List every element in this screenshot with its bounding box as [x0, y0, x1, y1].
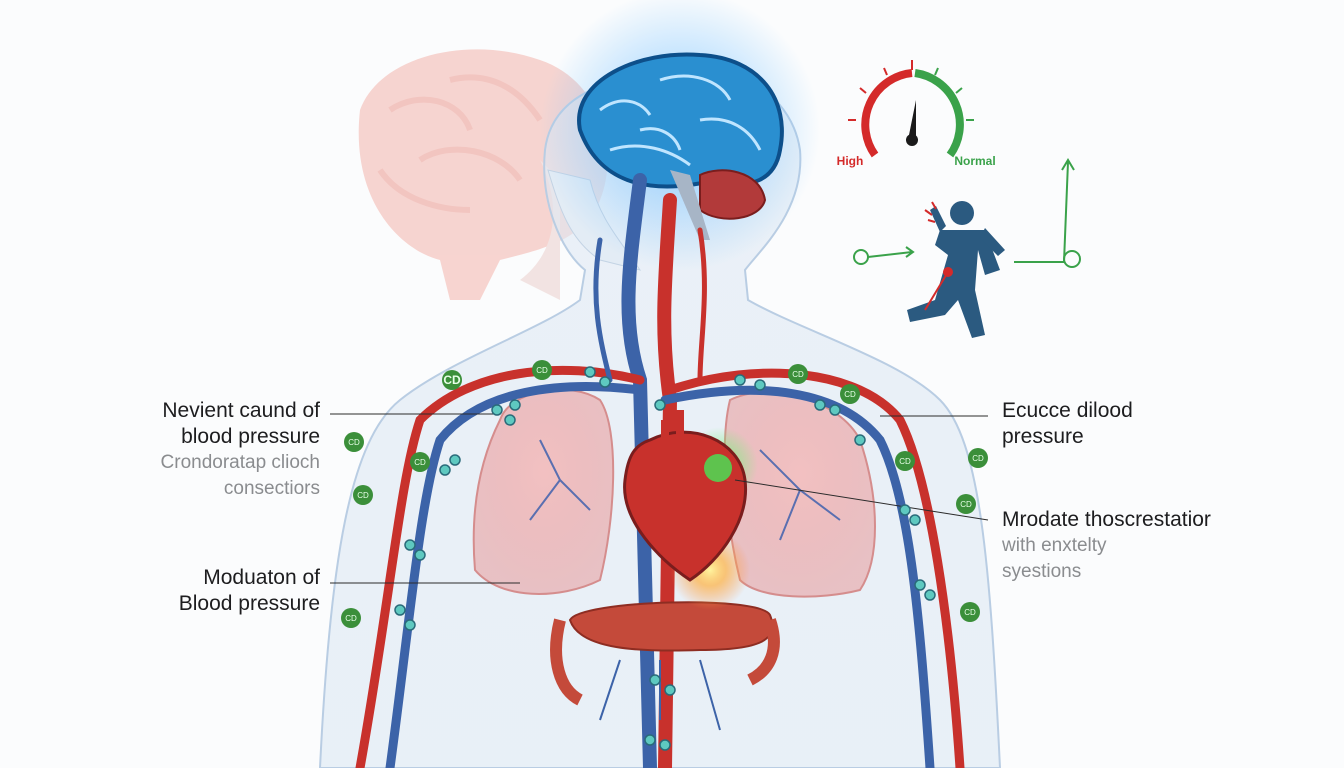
arrow-start-node-left: [853, 249, 869, 265]
svg-text:CD: CD: [357, 491, 369, 500]
intestines: [550, 601, 780, 731]
svg-text:CD: CD: [964, 608, 976, 617]
microbe: CD: [960, 602, 980, 622]
svg-text:CD: CD: [536, 366, 548, 375]
svg-text:CD: CD: [960, 500, 972, 509]
microbes: CD CD CD CD CD CD CD CD CD CD CD CD: [341, 360, 988, 628]
label-right-bottom-sub1: with enxtelty: [1002, 535, 1107, 556]
label-left-bottom-line1: Moduaton of: [203, 566, 320, 589]
label-right-bottom-sub2: syestions: [1002, 561, 1082, 582]
label-left-top-sub2: consectiors: [223, 478, 320, 499]
gauge-high-label: High: [837, 154, 864, 168]
label-left-top: Nevient caund of blood pressure Crondora…: [60, 398, 320, 502]
lungs: [472, 388, 876, 598]
microbe: CD: [840, 384, 860, 404]
svg-text:CD: CD: [345, 614, 357, 623]
gauge-normal-label: Normal: [954, 154, 995, 168]
label-left-top-sub1: Crondoratap clioch: [160, 452, 320, 473]
heart: [623, 410, 748, 582]
gauge-arc-green: [914, 69, 964, 158]
arrow-end-node-right: [1063, 250, 1081, 268]
arrow-right-icon: [867, 246, 915, 258]
svg-text:CD: CD: [899, 457, 911, 466]
leader-lines: [330, 413, 989, 584]
microbe: CD: [442, 370, 462, 390]
microbe: CD: [788, 364, 808, 384]
microbe: CD: [341, 608, 361, 628]
gauge-arc-red: [861, 69, 913, 158]
svg-text:CD: CD: [972, 454, 984, 463]
svg-text:CD: CD: [348, 438, 360, 447]
microbe: CD: [968, 448, 988, 468]
blood-cells: [394, 366, 936, 751]
svg-text:CD: CD: [792, 370, 804, 379]
label-left-top-line2: blood pressure: [181, 425, 320, 448]
blood-pressure-gauge: High Normal: [837, 60, 996, 168]
flow-arrows: [853, 158, 1081, 268]
label-right-bottom: Mrodate thoscrestatior with enxtelty sye…: [1002, 507, 1302, 585]
label-left-bottom-line2: Blood pressure: [178, 592, 320, 615]
microbe: CD: [353, 485, 373, 505]
label-right-top-line2: pressure: [1002, 425, 1084, 448]
label-right-top-line1: Ecucce dilood: [1002, 399, 1133, 422]
label-right-top: Ecucce dilood pressure: [1002, 398, 1302, 450]
microbe: CD: [410, 452, 430, 472]
blood-vessels: [355, 173, 965, 768]
brain: [577, 52, 784, 240]
microbe: CD: [532, 360, 552, 380]
microbe: CD: [344, 432, 364, 452]
label-right-bottom-line1: Mrodate thoscrestatior: [1002, 508, 1211, 531]
stressed-person-icon: [907, 201, 1005, 338]
label-left-bottom: Moduaton of Blood pressure: [60, 565, 320, 617]
gauge-needle: [908, 100, 916, 140]
label-left-top-line1: Nevient caund of: [162, 399, 320, 422]
svg-text:CD: CD: [443, 373, 461, 387]
svg-text:CD: CD: [414, 458, 426, 467]
microbe: CD: [895, 451, 915, 471]
leader-line-right-bottom: [734, 479, 989, 521]
microbe: CD: [956, 494, 976, 514]
arrow-up-icon: [1014, 158, 1075, 263]
svg-text:CD: CD: [844, 390, 856, 399]
